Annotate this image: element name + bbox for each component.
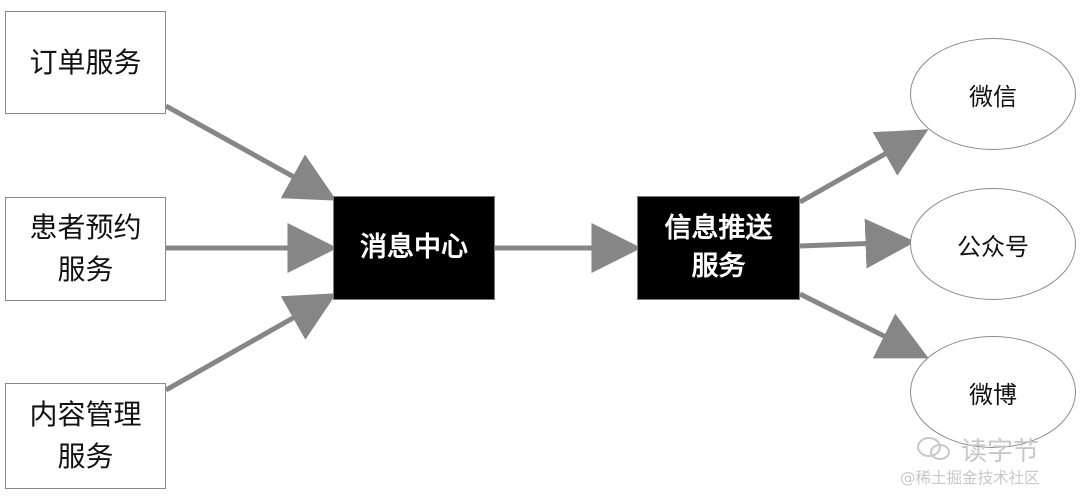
source-content-line-2: 服务 bbox=[57, 440, 114, 473]
message-center-label: 消息中心 bbox=[360, 232, 468, 263]
watermark-attribution: @稀土掘金技术社区 bbox=[900, 469, 1040, 487]
source-content-line-1: 内容管理 bbox=[29, 398, 142, 431]
arrow-push-to-official-account bbox=[799, 218, 916, 269]
source-content-management-service: 内容管理 服务 bbox=[5, 383, 166, 489]
source-order-service: 订单服务 bbox=[5, 11, 166, 114]
arrow-content-to-center bbox=[164, 293, 337, 393]
arrow-push-to-weibo bbox=[798, 291, 929, 359]
source-appointment-service: 患者预约 服务 bbox=[5, 197, 166, 301]
channel-official-account-label: 公众号 bbox=[957, 232, 1029, 261]
channel-official-account: 公众号 bbox=[910, 188, 1076, 300]
arrow-order-to-center bbox=[164, 103, 337, 201]
channel-wechat-label: 微信 bbox=[969, 82, 1017, 111]
source-appointment-line-1: 患者预约 bbox=[29, 211, 142, 244]
channel-weibo-label: 微博 bbox=[969, 380, 1017, 409]
source-order-service-line-1: 订单服务 bbox=[29, 45, 142, 79]
source-appointment-line-2: 服务 bbox=[57, 253, 114, 286]
push-service-line-2: 服务 bbox=[691, 251, 746, 282]
watermark-brand-text: 读字节 bbox=[961, 436, 1040, 467]
watermark-brand: 读字节 bbox=[915, 432, 1065, 467]
push-service-line-1: 信息推送 bbox=[664, 213, 773, 244]
message-center-node: 消息中心 bbox=[333, 196, 495, 300]
channel-wechat: 微信 bbox=[910, 38, 1076, 150]
arrow-push-to-wechat bbox=[798, 129, 929, 205]
chat-bubble-icon bbox=[917, 437, 950, 460]
channel-weibo: 微博 bbox=[910, 336, 1076, 448]
push-service-node: 信息推送 服务 bbox=[637, 196, 800, 300]
